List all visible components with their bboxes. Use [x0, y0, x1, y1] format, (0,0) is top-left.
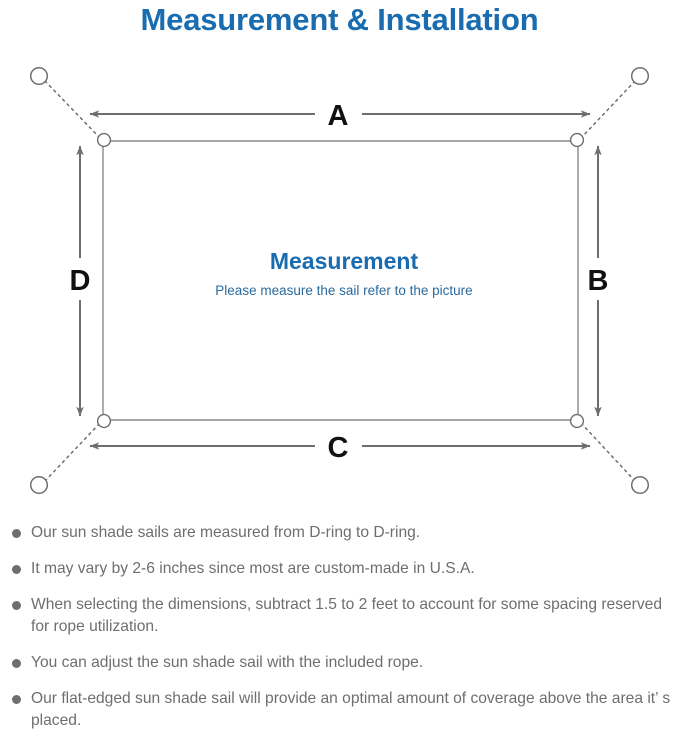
d-ring-bottom-right [569, 413, 585, 429]
sail-rectangle [102, 140, 579, 421]
anchor-point-top-left [29, 66, 49, 86]
diagram-center-title: Measurement [270, 248, 419, 274]
bullet-icon [12, 695, 21, 704]
measurement-diagram: A C D B Measurement Please measure the s… [0, 50, 679, 515]
rope-line-bottom-right [580, 422, 636, 482]
bullet-icon [12, 601, 21, 610]
diagram-center-subtitle: Please measure the sail refer to the pic… [215, 283, 472, 298]
list-item: Our flat-edged sun shade sail will provi… [0, 688, 679, 732]
rope-line-top-left [44, 80, 101, 139]
d-ring-bottom-left [96, 413, 112, 429]
notes-list: Our sun shade sails are measured from D-… [0, 522, 679, 732]
note-text: Our sun shade sails are measured from D-… [31, 524, 421, 541]
dimension-label-c: C [328, 432, 349, 464]
anchor-point-bottom-left [29, 475, 49, 495]
note-text: Our flat-edged sun shade sail will provi… [31, 690, 671, 729]
rope-line-bottom-left [44, 422, 101, 482]
list-item: It may vary by 2-6 inches since most are… [0, 558, 679, 580]
note-text: It may vary by 2-6 inches since most are… [31, 560, 475, 577]
bullet-icon [12, 659, 21, 668]
bullet-icon [12, 565, 21, 574]
rope-line-top-right [580, 80, 636, 139]
bullet-icon [12, 529, 21, 538]
d-ring-top-left [96, 132, 112, 148]
page-title: Measurement & Installation [140, 2, 539, 37]
note-text: When selecting the dimensions, subtract … [31, 596, 663, 635]
anchor-point-bottom-right [630, 475, 650, 495]
list-item: Our sun shade sails are measured from D-… [0, 522, 679, 544]
dimension-label-d: D [70, 265, 91, 297]
list-item: When selecting the dimensions, subtract … [0, 594, 679, 638]
list-item: You can adjust the sun shade sail with t… [0, 652, 679, 674]
d-ring-top-right [569, 132, 585, 148]
dimension-label-b: B [588, 265, 609, 297]
anchor-point-top-right [630, 66, 650, 86]
dimension-label-a: A [328, 100, 349, 132]
note-text: You can adjust the sun shade sail with t… [31, 654, 424, 671]
